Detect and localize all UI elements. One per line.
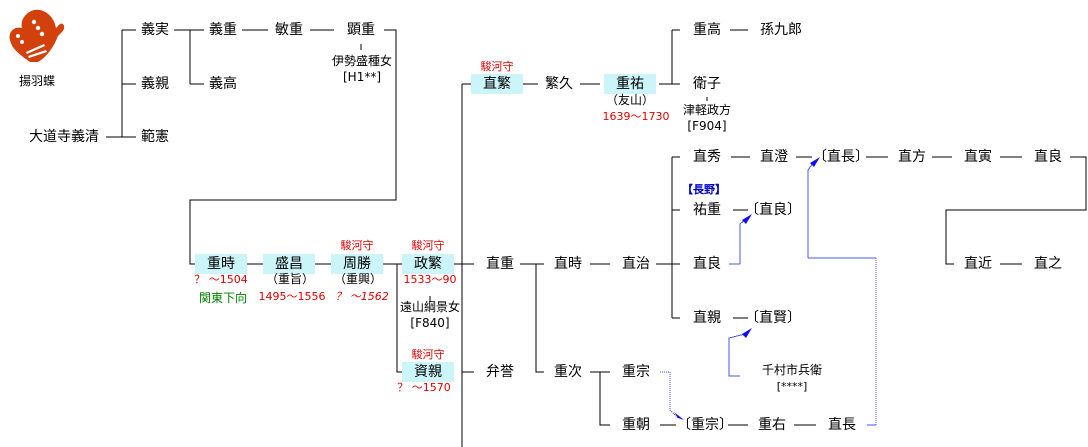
person-shigesuke: 重祐 [604,74,656,94]
person-yoshichika: 義親 [141,76,169,92]
code-chimura: [****] [776,380,808,393]
person-shigetomo: 重朝 [622,417,650,433]
person-naoharu: 直治 [622,256,650,272]
years-shigetoki: ？ ～1504 [194,273,248,286]
ref-naonaga[interactable]: 〔直長〕 [813,149,869,165]
person-shigemune: 重宗 [622,364,650,380]
person-naochika: 直近 [964,256,992,272]
arrow-head [674,412,684,420]
arrow-head [810,157,820,167]
person-naoyoshi: 直良 [693,256,721,272]
spouse-code-akishige: [H1**] [342,70,382,84]
ageha-butterfly-crest-icon [9,9,65,63]
years-sukechika: ？ ～1570 [397,381,451,394]
spouse-code-masashige: [F840] [410,316,450,330]
person-akishige: 顕重 [347,22,375,38]
alias-shigesuke: （友山） [605,93,655,107]
person-shigetsugu: 重次 [554,364,582,380]
ref-shigemune[interactable]: 〔重宗〕 [677,417,733,433]
person-shigetaka: 重高 [693,22,721,38]
person-naotoki: 直時 [554,256,582,272]
person-naoyoshi-top: 直良 [1034,149,1062,165]
ref-naoyoshi[interactable]: 〔直良〕 [745,202,801,218]
person-magokuro: 孫九郎 [760,22,802,38]
branch-label-nagano: 【長野】 [682,183,726,196]
years-morimasa: 1495～1556 [258,290,326,303]
alias-morimasa: （重旨） [265,272,315,286]
person-naoshige-a: 直繁 [471,74,523,94]
crest-label: 揚羽蝶 [18,74,56,88]
person-naochika2: 直親 [693,310,721,326]
ref-naokata[interactable]: 〔直賢〕 [745,310,801,326]
spouse-eiko: 津軽政方 [682,103,732,117]
title-naoshige-a: 駿河守 [480,60,514,73]
spouse-akishige: 伊勢盛種女 [331,54,393,68]
person-naokata: 直方 [898,149,926,165]
years-shigesuke: 1639～1730 [602,110,670,123]
person-noriken: 範憲 [141,129,169,145]
person-shigemigi: 重右 [758,417,786,433]
person-toshishige: 敏重 [275,22,303,38]
years-masashige: 1533～90 [403,273,457,286]
person-yoshikiyo: 大道寺義清 [29,129,99,145]
person-naonaga: 直長 [828,417,856,433]
title-kanekatsu: 駿河守 [340,239,374,252]
person-shigehisa: 繁久 [545,76,573,92]
note-shigetoki: 関東下向 [198,291,248,305]
person-benyo: 弁誉 [486,364,514,380]
years-kanekatsu: ？ ～1562 [335,290,389,303]
person-naoshige-b: 直重 [486,256,514,272]
spouse-masashige: 遠山綱景女 [399,300,461,314]
person-masashige: 政繁 [402,254,454,274]
person-sukechika: 資親 [402,362,454,382]
spouse-code-eiko: [F904] [687,119,727,133]
person-yoshitaka: 義高 [209,76,237,92]
person-eiko: 衛子 [693,76,721,92]
person-yoshishige: 義重 [209,22,237,38]
title-sukechika: 駿河守 [411,348,445,361]
person-morimasa: 盛昌 [263,254,315,274]
person-naozumi: 直澄 [760,149,788,165]
person-naohide: 直秀 [693,149,721,165]
arrow-head [742,214,752,224]
person-sukeshige: 祐重 [693,202,721,218]
person-shigetoki: 重時 [195,254,247,274]
title-masashige: 駿河守 [411,239,445,252]
arrow-head [742,328,752,338]
alias-kanekatsu: （重興） [333,272,383,286]
person-chimura: 千村市兵衛 [761,363,823,377]
person-naotora: 直寅 [964,149,992,165]
person-yoshizane: 義実 [141,22,169,38]
person-kanekatsu: 周勝 [331,254,383,274]
person-naoyuki: 直之 [1034,256,1062,272]
